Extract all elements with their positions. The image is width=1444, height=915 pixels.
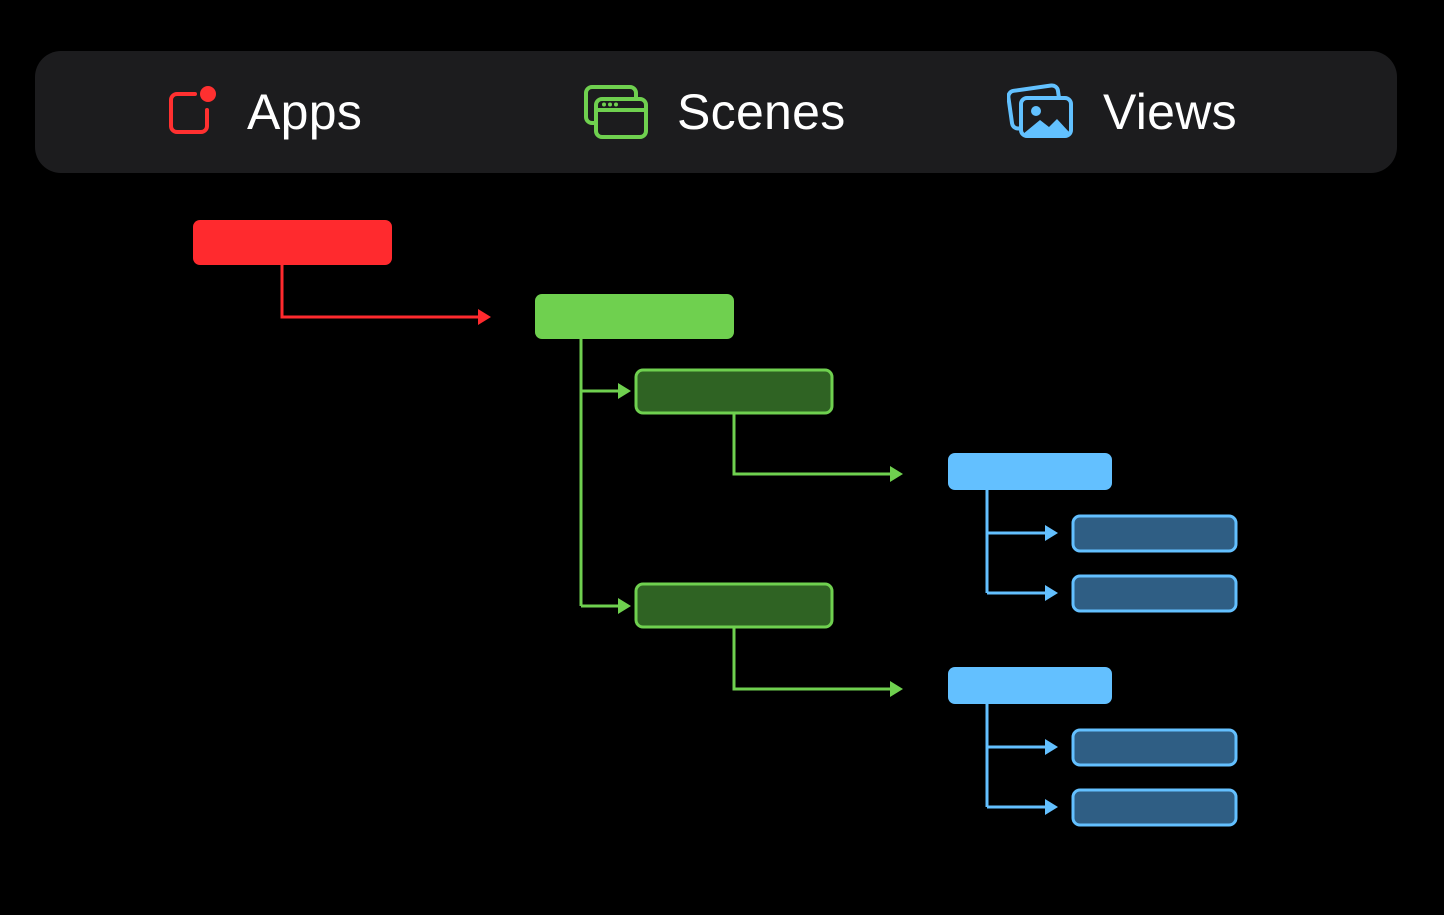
connector-view-2-to-child-2-arrowhead bbox=[1045, 799, 1058, 815]
legend-apps-label: Apps bbox=[247, 84, 363, 140]
legend-views: Views bbox=[1007, 51, 1237, 173]
scene-child-node bbox=[634, 582, 834, 629]
legend-bar: Apps Scenes Views bbox=[35, 51, 1397, 173]
connector-app-to-scene-arrowhead bbox=[478, 309, 491, 325]
app-badge-icon bbox=[165, 85, 219, 139]
view-child-node bbox=[1071, 728, 1238, 767]
legend-views-label: Views bbox=[1103, 84, 1237, 140]
connector-scene-to-child-1-arrowhead bbox=[618, 383, 631, 399]
windows-icon bbox=[583, 83, 649, 141]
legend-apps: Apps bbox=[165, 51, 362, 173]
scene-child-node bbox=[634, 368, 834, 415]
connector-scene-to-child-2-arrowhead bbox=[618, 598, 631, 614]
scene-node bbox=[535, 294, 734, 339]
view-node bbox=[948, 667, 1112, 704]
view-child-node bbox=[1071, 514, 1238, 553]
photos-icon bbox=[1007, 82, 1075, 142]
legend-scenes-label: Scenes bbox=[677, 84, 846, 140]
connector-view-2-to-child-1-arrowhead bbox=[1045, 739, 1058, 755]
app-node bbox=[193, 220, 392, 265]
connector-child-1-to-view-line bbox=[732, 413, 893, 476]
view-node bbox=[948, 453, 1112, 490]
connector-view-1-to-child-2-arrowhead bbox=[1045, 585, 1058, 601]
connector-app-to-scene-line bbox=[280, 265, 481, 319]
connector-view-1-to-child-1-arrowhead bbox=[1045, 525, 1058, 541]
view-child-node bbox=[1071, 788, 1238, 827]
view-child-node bbox=[1071, 574, 1238, 613]
legend-scenes: Scenes bbox=[583, 51, 846, 173]
connector-child-1-to-view-arrowhead bbox=[890, 466, 903, 482]
connector-child-2-to-view-line bbox=[732, 627, 893, 691]
connector-child-2-to-view-arrowhead bbox=[890, 681, 903, 697]
